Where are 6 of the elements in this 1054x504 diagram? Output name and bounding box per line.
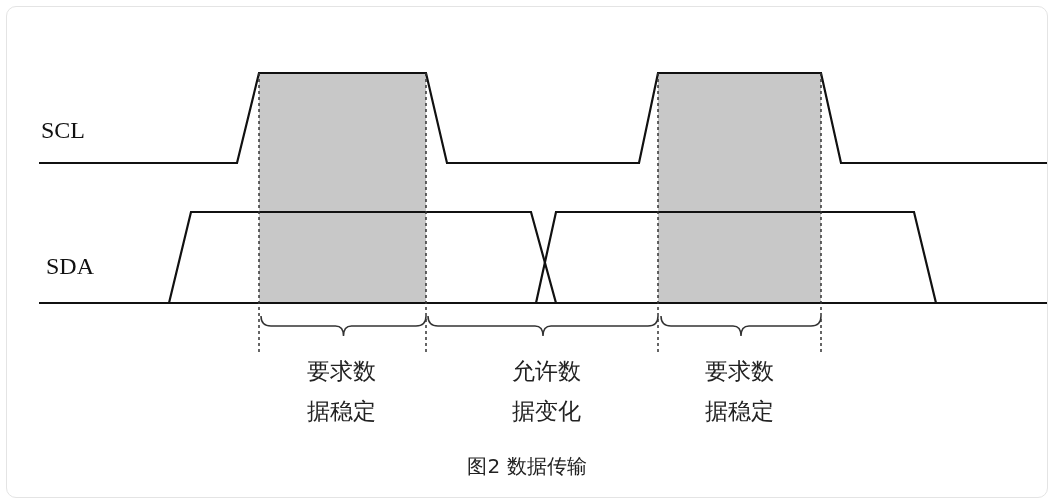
figure-caption: 图2 数据传输 bbox=[466, 453, 588, 480]
interval-label: 允许数据变化 bbox=[510, 357, 582, 426]
signal-name: SCL bbox=[41, 117, 85, 144]
interval-label: 要求数据稳定 bbox=[305, 357, 377, 426]
interval-label: 要求数据稳定 bbox=[703, 357, 775, 426]
signal-name: SDA bbox=[46, 253, 94, 280]
